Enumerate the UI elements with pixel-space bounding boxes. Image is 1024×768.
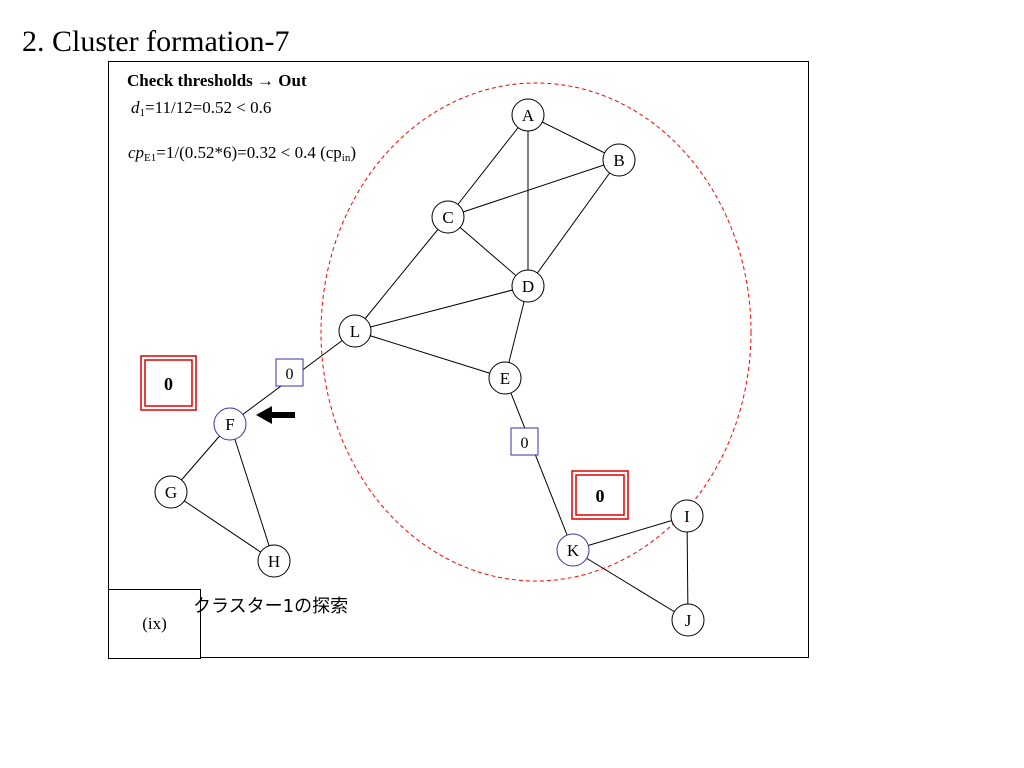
node-circle	[511, 269, 545, 303]
node-a: A	[511, 98, 545, 132]
node-circle	[431, 200, 465, 234]
node-label: G	[165, 483, 177, 502]
node-circle	[257, 544, 291, 578]
node-b: B	[602, 143, 636, 177]
node-label: I	[684, 507, 690, 526]
node-circle	[213, 407, 247, 441]
node-l: L	[338, 314, 372, 348]
edge-counter-label: 0	[521, 435, 529, 452]
total-box-inner	[144, 359, 193, 407]
node-e: E	[488, 361, 522, 395]
node-g: G	[154, 475, 188, 509]
density-check: d1=11/12=0.52 < 0.6	[131, 98, 272, 119]
node-f: F	[213, 407, 247, 441]
node-label: E	[500, 369, 510, 388]
node-c: C	[431, 200, 465, 234]
node-i: I	[670, 499, 704, 533]
node-label: H	[268, 552, 280, 571]
total-counter-label: 0	[164, 374, 173, 394]
edge-k-i	[572, 515, 688, 551]
edge-l-e	[354, 330, 506, 379]
total-box-inner	[575, 474, 625, 516]
node-label: C	[442, 208, 453, 227]
edge-counter-lf: 0	[275, 358, 304, 387]
edge-counter-ek: 0	[510, 427, 539, 456]
node-j: J	[671, 603, 705, 637]
threshold-heading: Check thresholds → Out	[127, 71, 307, 90]
node-label: F	[225, 415, 234, 434]
edge-e-k	[504, 377, 574, 551]
node-label: L	[350, 322, 360, 341]
node-label: D	[522, 277, 534, 296]
edge-b-c	[447, 159, 620, 218]
node-label: K	[567, 541, 580, 560]
arrow-left-icon	[256, 406, 295, 424]
node-circle	[511, 98, 545, 132]
slide-title: 2. Cluster formation-7	[22, 25, 290, 58]
node-circle	[671, 603, 705, 637]
edge-counter-box	[510, 427, 539, 456]
edge-b-d	[527, 159, 620, 287]
node-layer: A B C D L E F G H I J K	[154, 98, 705, 637]
node-circle	[556, 533, 590, 567]
edge-c-d	[447, 216, 529, 287]
edge-g-h	[170, 491, 275, 562]
node-circle	[488, 361, 522, 395]
node-label: J	[685, 611, 692, 630]
edge-d-l	[354, 285, 529, 332]
left-total-counter: 0	[140, 355, 197, 411]
edge-c-l	[354, 216, 449, 332]
node-circle	[602, 143, 636, 177]
cluster-boundary	[320, 82, 752, 582]
node-circle	[670, 499, 704, 533]
node-circle	[154, 475, 188, 509]
caption: クラスター1の探索	[193, 596, 349, 617]
node-d: D	[511, 269, 545, 303]
panel-label: (ix)	[108, 589, 201, 659]
edge-f-h	[229, 423, 275, 562]
diagram-frame	[108, 61, 809, 658]
cp-check: cpE1=1/(0.52*6)=0.32 < 0.4 (cpin)	[128, 143, 357, 164]
node-label: B	[613, 151, 624, 170]
edge-a-c	[447, 114, 529, 218]
total-counter-label: 0	[596, 486, 605, 506]
node-label: A	[522, 106, 535, 125]
right-total-counter: 0	[571, 470, 629, 520]
node-k: K	[556, 533, 590, 567]
node-h: H	[257, 544, 291, 578]
edge-k-j	[572, 549, 689, 621]
edge-i-j	[686, 515, 689, 621]
node-circle	[338, 314, 372, 348]
edge-layer	[170, 114, 689, 621]
edge-counter-box	[275, 358, 304, 387]
arrow-right-icon: →	[257, 71, 275, 90]
edge-counter-label: 0	[286, 366, 294, 383]
edge-a-b	[527, 114, 620, 161]
